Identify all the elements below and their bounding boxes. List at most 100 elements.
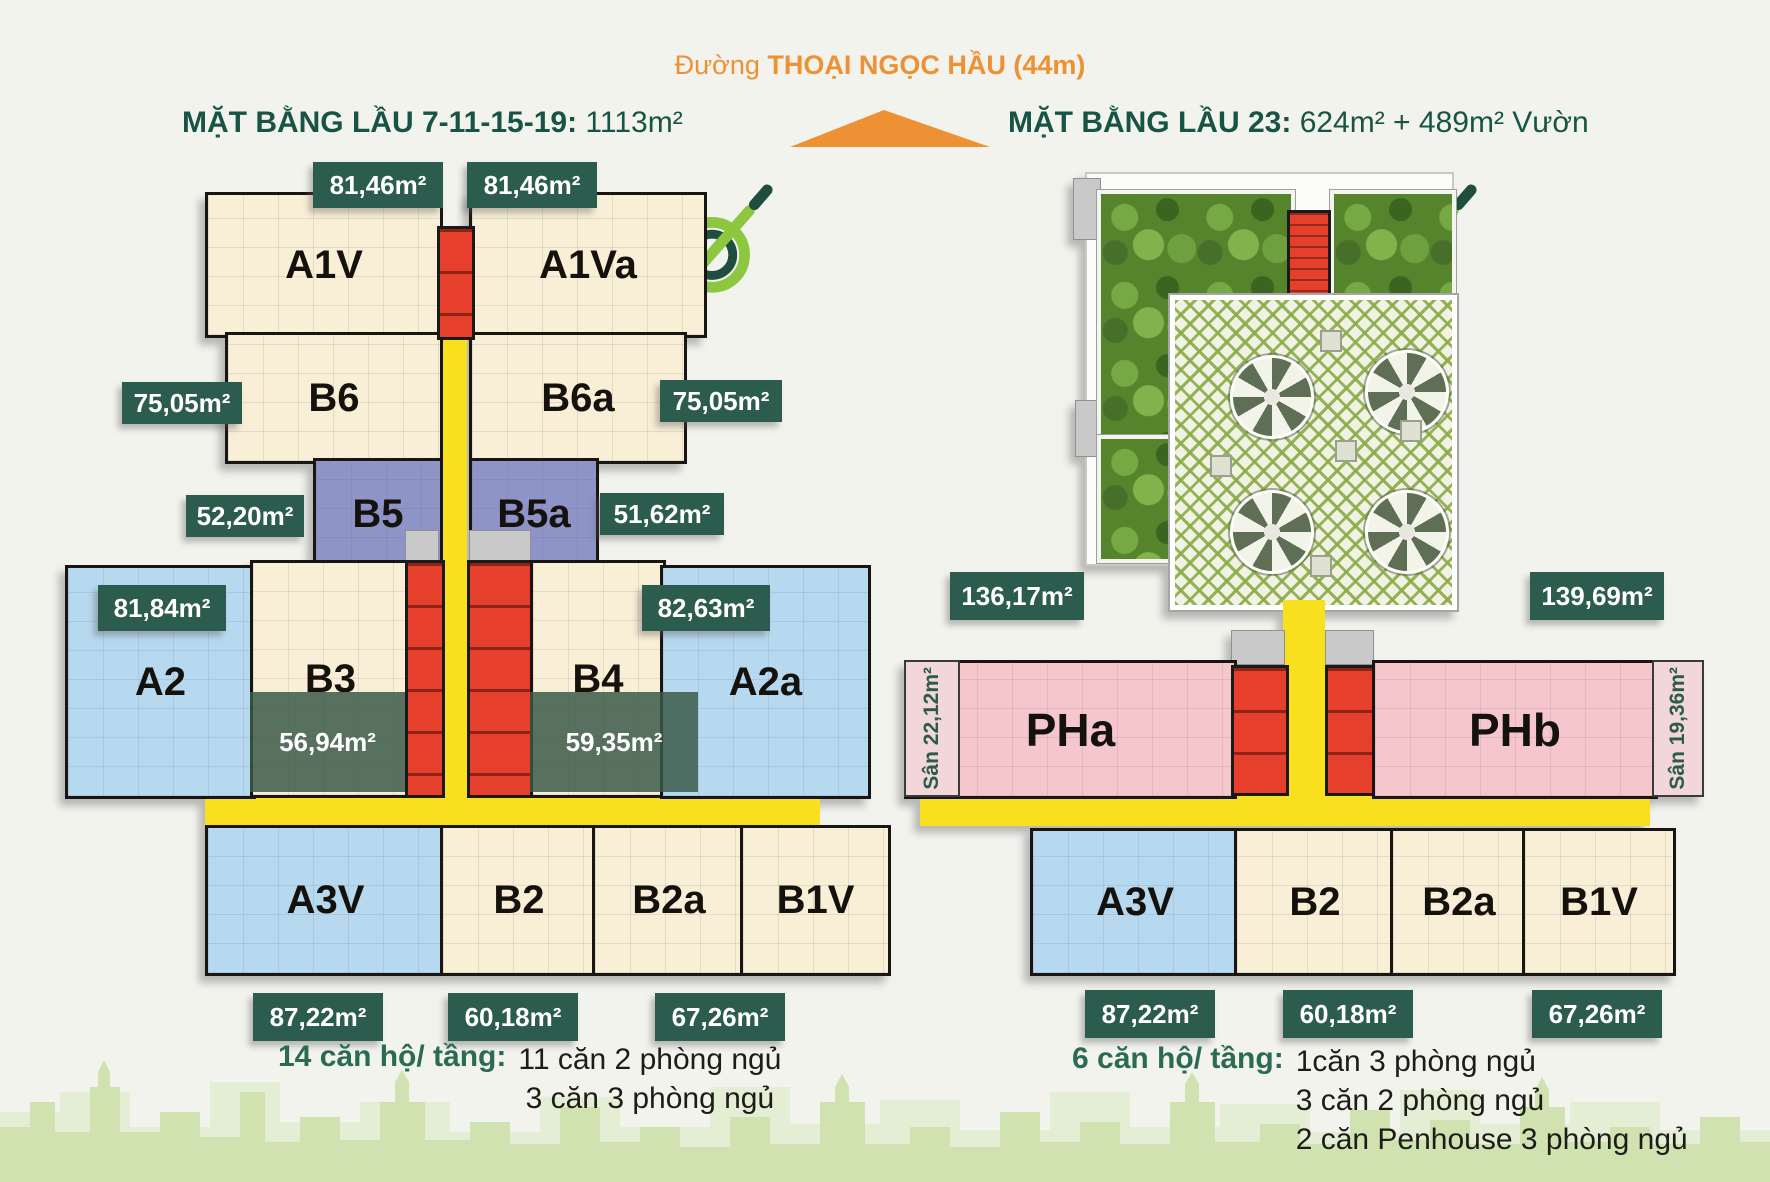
- umbrella-icon: [1230, 490, 1314, 574]
- table-icon: [1320, 330, 1342, 352]
- area-text: 139,69m²: [1541, 580, 1653, 611]
- summary-line: 1căn 3 phòng ngủ: [1295, 1045, 1536, 1078]
- right-plan-title: MẶT BẰNG LẦU 23: 624m² + 489m² Vườn: [1008, 106, 1589, 140]
- unit-b1v: B1V: [740, 825, 891, 976]
- unit-b2: B2: [440, 825, 598, 976]
- area-badge-b2: 60,18m²: [448, 993, 578, 1041]
- area-badge-a2: 81,84m²: [98, 585, 226, 631]
- elevator-core: [437, 226, 475, 340]
- area-text: 60,18m²: [464, 1001, 562, 1032]
- elevator-core: [405, 560, 445, 798]
- area-text: 136,17m²: [961, 580, 1073, 611]
- right-plan-title-bold: MẶT BẰNG LẦU 23:: [1008, 106, 1292, 139]
- road-name: THOẠI NGỌC HẦU (44m): [767, 50, 1086, 80]
- unit-pha: PHa: [904, 660, 1237, 799]
- vestibule: [1325, 630, 1374, 665]
- area-text: 51,62m²: [613, 498, 711, 529]
- unit-label: B1V: [776, 878, 855, 922]
- unit-a1va: A1Va: [469, 192, 707, 338]
- table-icon: [1335, 440, 1357, 462]
- area-text: 81,84m²: [113, 592, 211, 623]
- unit-label: B6a: [541, 375, 615, 420]
- left-plan-title: MẶT BẰNG LẦU 7-11-15-19: 1113m²: [182, 106, 683, 140]
- area-badge-b5a: 51,62m²: [600, 493, 724, 535]
- unit-label: B2a: [1422, 879, 1496, 924]
- unit-label: B5: [352, 491, 404, 536]
- summary-line: 11 căn 2 phòng ngủ: [518, 1043, 782, 1076]
- umbrella-icon: [1365, 490, 1449, 574]
- left-plan-title-bold: MẶT BẰNG LẦU 7-11-15-19:: [182, 106, 578, 139]
- corridor-vertical: [1283, 600, 1325, 795]
- pha-terrace-strip: Sân 22,12m²: [904, 660, 960, 797]
- area-badge-a2a: 82,63m²: [642, 585, 770, 631]
- summary-lines: 11 căn 2 phòng ngủ 3 căn 3 phòng ngủ: [518, 1040, 781, 1118]
- area-text: 59,35m²: [565, 726, 663, 757]
- right-plan-summary: 6 căn hộ/ tầng: 1căn 3 phòng ngủ 3 căn 2…: [1072, 1042, 1688, 1159]
- area-badge-b6: 75,05m²: [122, 382, 242, 424]
- area-badge-a1va: 81,46m²: [467, 162, 597, 208]
- unit-label: A1Va: [539, 242, 637, 287]
- vestibule: [469, 530, 531, 562]
- area-text: 60,18m²: [1299, 998, 1397, 1029]
- summary-lines: 1căn 3 phòng ngủ 3 căn 2 phòng ngủ 2 căn…: [1296, 1042, 1688, 1159]
- unit-b2a: B2a: [1390, 828, 1528, 976]
- elevator-core: [1325, 665, 1378, 796]
- unit-label: B2a: [632, 878, 706, 922]
- right-plan-title-value: 624m² + 489m² Vườn: [1299, 106, 1589, 139]
- area-text: 82,63m²: [657, 592, 755, 623]
- phb-terrace-strip: Sân 19,36m²: [1652, 660, 1704, 797]
- area-text: 81,46m²: [483, 169, 581, 200]
- unit-label: A2: [134, 659, 187, 704]
- area-text: 67,26m²: [1548, 998, 1646, 1029]
- road-arrow: [790, 110, 990, 147]
- floor-plan-right: PHa Sân 22,12m² PHb Sân 19,36m² A3V B2 B…: [790, 160, 1720, 1060]
- summary-label: 14 căn hộ/ tầng:: [278, 1040, 507, 1073]
- unit-b2a: B2a: [592, 825, 746, 976]
- unit-label: B2: [493, 878, 545, 922]
- unit-b1v: B1V: [1522, 828, 1676, 976]
- right-plan-building: PHa Sân 22,12m² PHb Sân 19,36m² A3V B2 B…: [790, 160, 1720, 1060]
- area-text: 87,22m²: [1101, 998, 1199, 1029]
- unit-b6: B6: [225, 332, 443, 464]
- area-text: 67,26m²: [671, 1001, 769, 1032]
- unit-label: PHb: [1469, 703, 1561, 756]
- table-icon: [1310, 555, 1332, 577]
- vestibule: [405, 530, 439, 562]
- table-icon: [1210, 455, 1232, 477]
- garden-bed-left-extension: [1097, 435, 1180, 563]
- unit-label: A3V: [286, 878, 365, 922]
- summary-label: 6 căn hộ/ tầng:: [1072, 1042, 1284, 1075]
- unit-a3v: A3V: [1030, 828, 1240, 976]
- area-text: 75,05m²: [672, 385, 770, 416]
- unit-label: PHa: [1025, 703, 1116, 756]
- unit-b5: B5: [313, 458, 443, 570]
- unit-label: B6: [308, 375, 360, 420]
- san-label: Sân 22,12m²: [920, 667, 943, 790]
- left-plan-title-value: 1113m²: [585, 106, 683, 139]
- unit-label: A2a: [728, 659, 803, 704]
- elevator-core: [1231, 665, 1289, 796]
- area-text: 87,22m²: [269, 1001, 367, 1032]
- area-badge-b1v: 67,26m²: [655, 993, 785, 1041]
- san-label: Sân 19,36m²: [1666, 667, 1689, 790]
- area-overlay-b3: 56,94m²: [250, 692, 405, 792]
- area-overlay-b4: 59,35m²: [530, 692, 698, 792]
- vestibule: [1231, 630, 1285, 665]
- unit-a1v: A1V: [205, 192, 443, 338]
- area-badge-a1v: 81,46m²: [313, 162, 443, 208]
- area-badge-a3v: 87,22m²: [1085, 990, 1215, 1038]
- unit-b2: B2: [1234, 828, 1396, 976]
- floor-plan-left: A1V A1Va B6 B6a B5 B5a A2 B3: [60, 160, 900, 1060]
- summary-line: 2 căn Penhouse 3 phòng ngủ: [1295, 1123, 1688, 1156]
- area-text: 52,20m²: [196, 500, 294, 531]
- summary-line: 3 căn 2 phòng ngủ: [1295, 1084, 1545, 1117]
- stair-core: [1287, 210, 1331, 306]
- unit-a3v: A3V: [205, 825, 446, 976]
- elevator-core: [467, 560, 536, 798]
- unit-label: B2: [1289, 879, 1341, 924]
- unit-b6a: B6a: [469, 332, 687, 464]
- area-badge-b2: 60,18m²: [1283, 990, 1413, 1038]
- left-plan-summary: 14 căn hộ/ tầng: 11 căn 2 phòng ngủ 3 că…: [278, 1040, 781, 1118]
- area-text: 56,94m²: [279, 726, 376, 757]
